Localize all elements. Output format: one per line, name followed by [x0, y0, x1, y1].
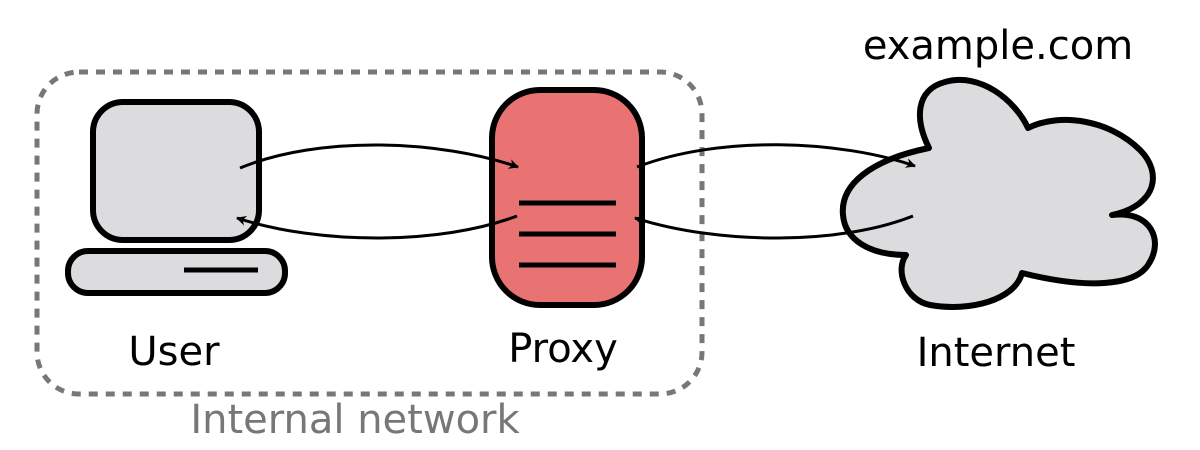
internet-label: Internet	[917, 330, 1076, 376]
server-icon	[489, 87, 645, 308]
proxy-label: Proxy	[508, 326, 618, 372]
arrow-user-to-proxy	[239, 143, 519, 170]
internet-host-label: example.com	[863, 23, 1133, 69]
internal-network-label: Internal network	[190, 397, 520, 443]
cloud-icon	[839, 77, 1158, 310]
arrow-proxy-to-internet	[636, 143, 916, 169]
arrow-proxy-to-user	[236, 214, 518, 240]
user-label: User	[128, 329, 220, 375]
arrow-internet-to-proxy	[634, 214, 914, 240]
computer-icon	[65, 99, 288, 296]
